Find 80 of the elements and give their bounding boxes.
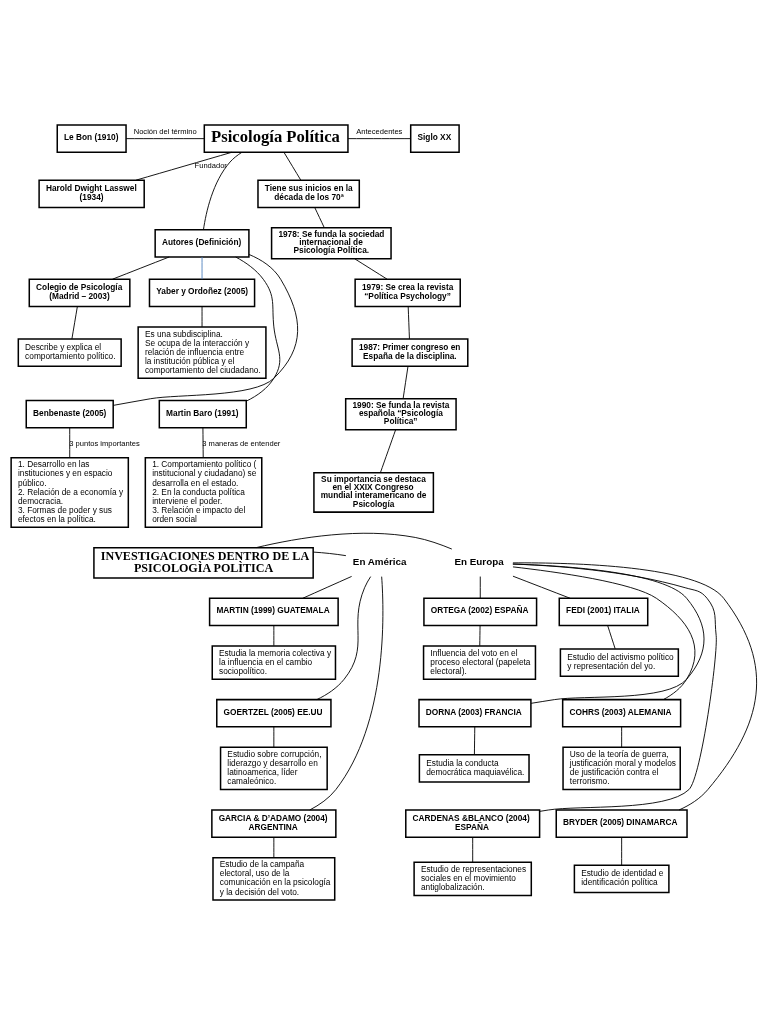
node-box: INVESTIGACIONES DENTRO DE LA PSICOLOGÌA POLÌTICA [93,546,314,579]
connector [316,575,372,700]
node-box: Su importancia se destaca en el XXIX Congreso mundial interamericano de Psicología [313,471,435,513]
node-box: 1. Comportamiento político ( institucional y ciudadano) se desarrolla en el estado. 2. En la conducta política interviene el poder. 3. Relación e impacto del orden social [144,456,263,528]
connector [473,726,476,755]
node-box: Estudio de identidad e identificación política [573,863,670,893]
node-box: CARDENAS &BLANCO (2004) ESPAÑA [405,808,541,838]
node-box: Uso de la teoría de guerra, justificación moral y modelos de justificación contra el terrorismo. [562,746,681,790]
connector [402,365,409,399]
connector [607,624,616,649]
edge-label: Fundador [194,160,227,170]
connector [347,137,412,139]
node-box: Martin Baro (1991) [158,399,247,429]
connector [203,151,243,230]
connector [201,256,203,280]
connector [407,305,410,339]
connector [512,561,758,810]
connector [112,256,170,280]
node-box: Harold Dwight Lasswel (1934) [38,178,145,208]
connector [472,836,474,863]
node-box: Benbenaste (2005) [25,399,114,429]
node-box: Siglo XX [409,123,460,153]
edge-label: 3 puntos importantes [69,438,140,448]
node-box: Estudia la memoria colectiva y la influencia en el cambio sociopolítico. [211,644,337,680]
connector [135,151,233,181]
connector [621,836,623,866]
node-box: Estudio sobre corrupción, liderazgo y desarrollo en latinoamerica, líder camaleónico. [219,746,328,790]
node-box: Colegio de Psicología (Madrid – 2003) [28,278,131,307]
connector [479,624,481,646]
connector [621,726,623,748]
connector [512,563,717,812]
connector [302,575,353,599]
node-box: Estudio de la campaña electoral, uso de la comunicación en la psicología y la decisión del voto. [212,856,336,901]
node-box: 1. Desarrollo en las instituciones y en espacio público. 2. Relación de a economía y democracia. 3. Formas de poder y sus efectos en la política. [10,456,130,528]
node-box: ORTEGA (2002) ESPAÑA [423,597,538,626]
connector [71,305,78,339]
edge-label: 3 maneras de entender [202,438,281,448]
connector [235,256,281,401]
connector [479,575,481,599]
node-box: Autores (Definición) [154,228,250,258]
node-box: DORNA (2003) FRANCIA [418,698,532,728]
connector [125,137,205,139]
connector [312,551,347,556]
node-text: En Europa [454,555,504,567]
connector [512,575,571,599]
node-box: Tiene sus inicios en la década de los 70ª [257,178,361,208]
node-box: BRYDER (2005) DINAMARCA [555,808,688,838]
node-text: En América [352,555,407,567]
connector [380,428,397,473]
node-box: 1979: Se crea la revista “Política Psychology” [354,278,461,307]
connector [314,206,325,228]
node-box: MARTIN (1999) GUATEMALA [208,597,339,626]
node-box: Psicología Política [203,123,349,153]
node-box: Yaber y Ordoñez (2005) [148,278,256,307]
node-box: GOERTZEL (2005) EE.UU [216,698,332,728]
node-box: 1987: Primer congreso en España de la disciplina. [351,337,469,367]
connector [255,532,453,549]
node-box: Estudio del activismo político y representación del yo. [559,647,680,677]
node-box: Estudio de representaciones sociales en el movimiento antiglobalización. [413,860,533,896]
edge-label: Antecedentes [356,126,403,136]
node-box: Le Bon (1910) [56,123,127,153]
connector [273,836,275,858]
node-box: 1978: Se funda la sociedad internacional de Psicología Política. [270,226,392,260]
connector [201,305,203,327]
connector [273,726,275,748]
connector [354,257,388,280]
node-box: Influencia del voto en el proceso electoral (papeleta electoral). [422,644,537,680]
node-box: GARCIA & D’ADAMO (2004) ARGENTINA [211,808,337,838]
node-box: COHRS (2003) ALEMANIA [561,698,682,728]
node-box: Es una subdisciplina. Se ocupa de la interacción y relación de influencia entre la institución pública y el comportamiento del ciudadano. [137,325,267,379]
connector [202,427,204,458]
connector [112,253,299,406]
node-box: Estudia la conducta democrática maquiavélica. [418,753,530,783]
connector [273,624,275,646]
edge-label: Noción del término [133,126,197,136]
node-box: Describe y explica el comportamiento político. [17,337,122,367]
node-box: FEDI (2001) ITALIA [558,597,649,626]
node-box: 1990: Se funda la revista española “Psicología Política” [344,397,457,430]
connector [283,151,302,181]
connector [69,427,71,458]
